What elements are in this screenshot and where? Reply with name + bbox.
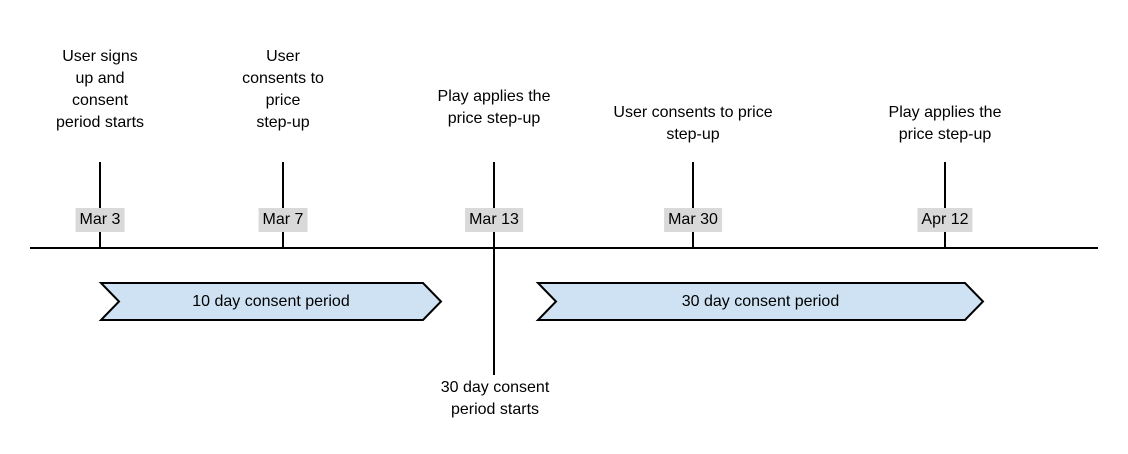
event-label: User consents to price step-up — [613, 104, 773, 143]
timeline-axis — [30, 247, 1098, 249]
event-tick — [99, 162, 101, 248]
event-date-chip: Mar 3 — [75, 208, 125, 232]
event-tick — [944, 162, 946, 248]
event-label: Play applies the price step-up — [437, 88, 551, 127]
event-date-chip: Mar 30 — [664, 208, 722, 232]
event-tick-below — [493, 249, 495, 375]
event-label: User consents to price step-up — [242, 48, 324, 131]
event-date-chip: Mar 7 — [258, 208, 308, 232]
event-below-label: 30 day consent period starts — [440, 379, 550, 418]
consent-period-label: 30 day consent period — [681, 292, 840, 310]
event-tick — [282, 162, 284, 248]
event-tick — [692, 162, 694, 248]
event-date-chip: Mar 13 — [465, 208, 523, 232]
event-label: User signs up and consent period starts — [55, 48, 145, 131]
event-label: Play applies the price step-up — [888, 104, 1002, 143]
event-tick — [493, 162, 495, 248]
event-date-chip: Apr 12 — [917, 208, 973, 232]
consent-period-label: 10 day consent period — [192, 292, 350, 310]
